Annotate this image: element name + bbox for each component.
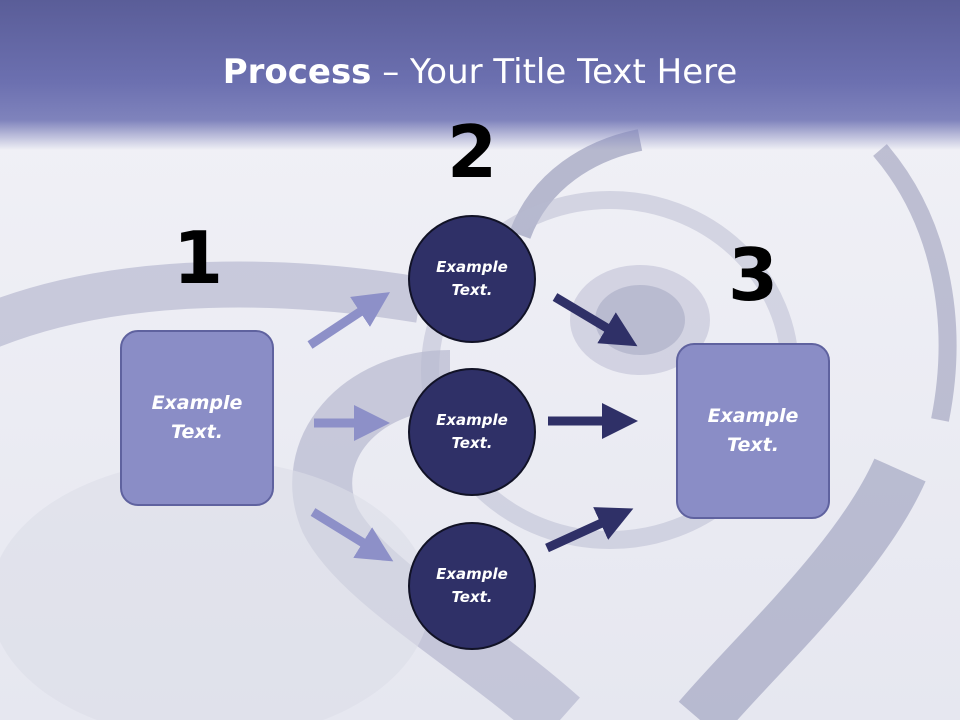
- title-rest-part: – Your Title Text Here: [371, 52, 738, 92]
- step-number-1: 1: [172, 216, 224, 300]
- arrow-1-to-2-bottom: [310, 508, 394, 562]
- step-1-box-text: Example Text.: [151, 392, 243, 443]
- step-3-box-text: Example Text.: [707, 405, 799, 456]
- arrow-1-to-2-top: [307, 292, 391, 349]
- title-bold-part: Process: [222, 52, 372, 92]
- step-1-box: Example Text.: [120, 330, 274, 506]
- step-2-circle-top-text: Example Text.: [436, 258, 508, 299]
- slide-title: Process – Your Title Text Here: [0, 52, 960, 92]
- title-band: [0, 0, 960, 150]
- step-2-circle-bottom-text: Example Text.: [436, 565, 508, 606]
- arrow-2-top-to-3: [552, 293, 638, 347]
- step-2-circle-middle-text: Example Text.: [436, 411, 508, 452]
- step-2-circle-bottom: Example Text.: [408, 522, 536, 650]
- step-number-3: 3: [727, 233, 779, 317]
- arrow-2-bottom-to-3: [545, 507, 634, 553]
- step-2-circle-middle: Example Text.: [408, 368, 536, 496]
- step-3-box: Example Text.: [676, 343, 830, 519]
- step-number-2: 2: [446, 110, 498, 194]
- step-2-circle-top: Example Text.: [408, 215, 536, 343]
